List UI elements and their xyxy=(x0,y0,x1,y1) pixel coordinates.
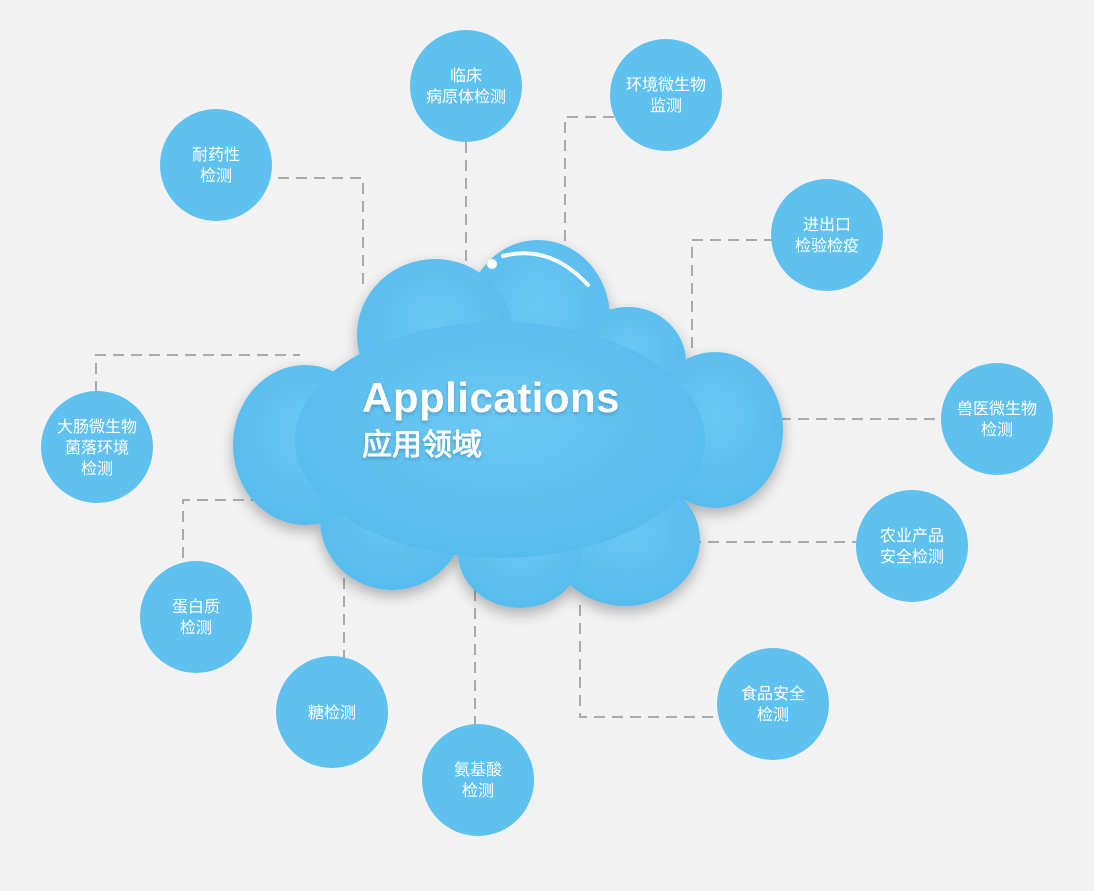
node-label-line: 兽医微生物 xyxy=(956,399,1037,418)
node-label-line: 农业产品 xyxy=(879,526,944,545)
connector-food-safety xyxy=(579,605,720,718)
node-label-line: 进出口 xyxy=(802,215,851,234)
node-import-export[interactable]: 进出口检验检疫 xyxy=(771,179,883,291)
connectors xyxy=(95,116,943,725)
node-coliform[interactable]: 大肠微生物菌落环境检测 xyxy=(41,391,153,503)
node-label-line: 糖检测 xyxy=(307,702,356,722)
node-label-line: 检测 xyxy=(179,618,212,637)
node-label-line: 检测 xyxy=(756,705,789,724)
node-label-line: 检测 xyxy=(980,420,1013,439)
applications-cloud xyxy=(233,240,783,608)
node-label-line: 耐药性 xyxy=(191,145,240,164)
node-label-line: 临床 xyxy=(449,66,482,85)
cloud-highlight-dot xyxy=(487,259,497,269)
node-label-line: 检验检疫 xyxy=(794,236,859,255)
node-clinical[interactable]: 临床病原体检测 xyxy=(410,30,522,142)
connector-env-microbe xyxy=(564,116,614,260)
node-env-microbe[interactable]: 环境微生物监测 xyxy=(610,39,722,151)
cloud-subtitle: 应用领域 xyxy=(362,428,482,463)
node-food-safety[interactable]: 食品安全检测 xyxy=(717,648,829,760)
cloud-title: Applications xyxy=(362,374,621,421)
node-label-line: 病原体检测 xyxy=(425,87,506,106)
node-label-line: 监测 xyxy=(649,96,682,115)
node-sugar[interactable]: 糖检测 xyxy=(276,656,388,768)
connector-protein xyxy=(182,499,258,558)
node-agri-product[interactable]: 农业产品安全检测 xyxy=(856,490,968,602)
cloud-label: Applications 应用领域 xyxy=(362,372,620,466)
connector-drug-resistance xyxy=(278,177,364,290)
connector-coliform xyxy=(95,354,300,392)
node-label-line: 环境微生物 xyxy=(625,75,706,94)
connector-import-export xyxy=(691,239,775,350)
node-veterinary[interactable]: 兽医微生物检测 xyxy=(941,363,1053,475)
node-label-line: 蛋白质 xyxy=(171,597,220,616)
node-amino-acid[interactable]: 氨基酸检测 xyxy=(422,724,534,836)
node-label-line: 检测 xyxy=(461,781,494,800)
node-protein[interactable]: 蛋白质检测 xyxy=(140,561,252,673)
node-label-line: 安全检测 xyxy=(879,547,944,566)
node-label-line: 食品安全 xyxy=(740,684,805,703)
cloud-highlight xyxy=(501,251,590,287)
node-label-line: 检测 xyxy=(80,458,113,478)
node-label-line: 大肠微生物 xyxy=(56,416,137,436)
node-label-line: 氨基酸 xyxy=(453,760,502,779)
node-drug-resistance[interactable]: 耐药性检测 xyxy=(160,109,272,221)
node-label-line: 菌落环境 xyxy=(64,437,129,457)
node-label-line: 检测 xyxy=(199,166,232,185)
